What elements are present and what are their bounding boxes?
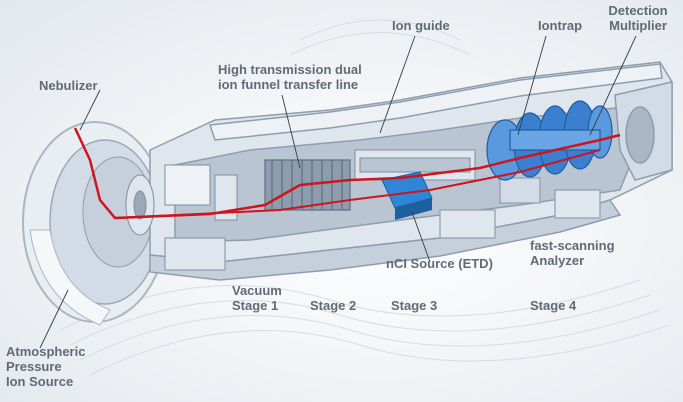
label-ion-guide: Ion guide — [392, 18, 450, 33]
label-nci-source: nCI Source (ETD) — [386, 256, 493, 271]
label-detection-multiplier: Detection Multiplier — [598, 3, 678, 33]
stage1-parts — [125, 164, 238, 236]
label-transfer-line2: ion funnel transfer line — [218, 77, 359, 92]
label-transfer-line1: High transmission dual — [218, 62, 362, 77]
label-stage2: Stage 2 — [310, 298, 357, 313]
background-swirls — [59, 19, 671, 376]
label-analyzer-line1: fast-scanning — [530, 238, 615, 253]
label-analyzer: fast-scanning Analyzer — [530, 238, 615, 268]
leader-lines — [39, 35, 637, 349]
label-api-line2: Pressure — [6, 359, 62, 374]
label-analyzer-line2: Analyzer — [530, 253, 585, 268]
label-stage3: Stage 3 — [391, 298, 438, 313]
label-detection-line1: Detection — [608, 3, 668, 18]
nci-etd-source — [381, 171, 433, 220]
label-nebulizer: Nebulizer — [39, 78, 98, 93]
label-stage4: Stage 4 — [530, 298, 577, 313]
label-vacuum-stage1: Vacuum Stage 1 — [232, 283, 282, 313]
ion-path — [73, 127, 621, 220]
label-vacuum-line2: Stage 1 — [232, 298, 279, 313]
label-api-line1: Atmospheric — [6, 344, 86, 359]
label-vacuum-line1: Vacuum — [232, 283, 282, 298]
support-blocks — [164, 177, 601, 271]
label-transfer-line: High transmission dual ion funnel transf… — [218, 62, 362, 92]
label-api-source: Atmospheric Pressure Ion Source — [6, 344, 85, 389]
label-detection-line2: Multiplier — [609, 18, 667, 33]
ion-path-beam — [114, 149, 601, 219]
label-api-line3: Ion Source — [6, 374, 74, 389]
label-iontrap: Iontrap — [538, 18, 583, 33]
